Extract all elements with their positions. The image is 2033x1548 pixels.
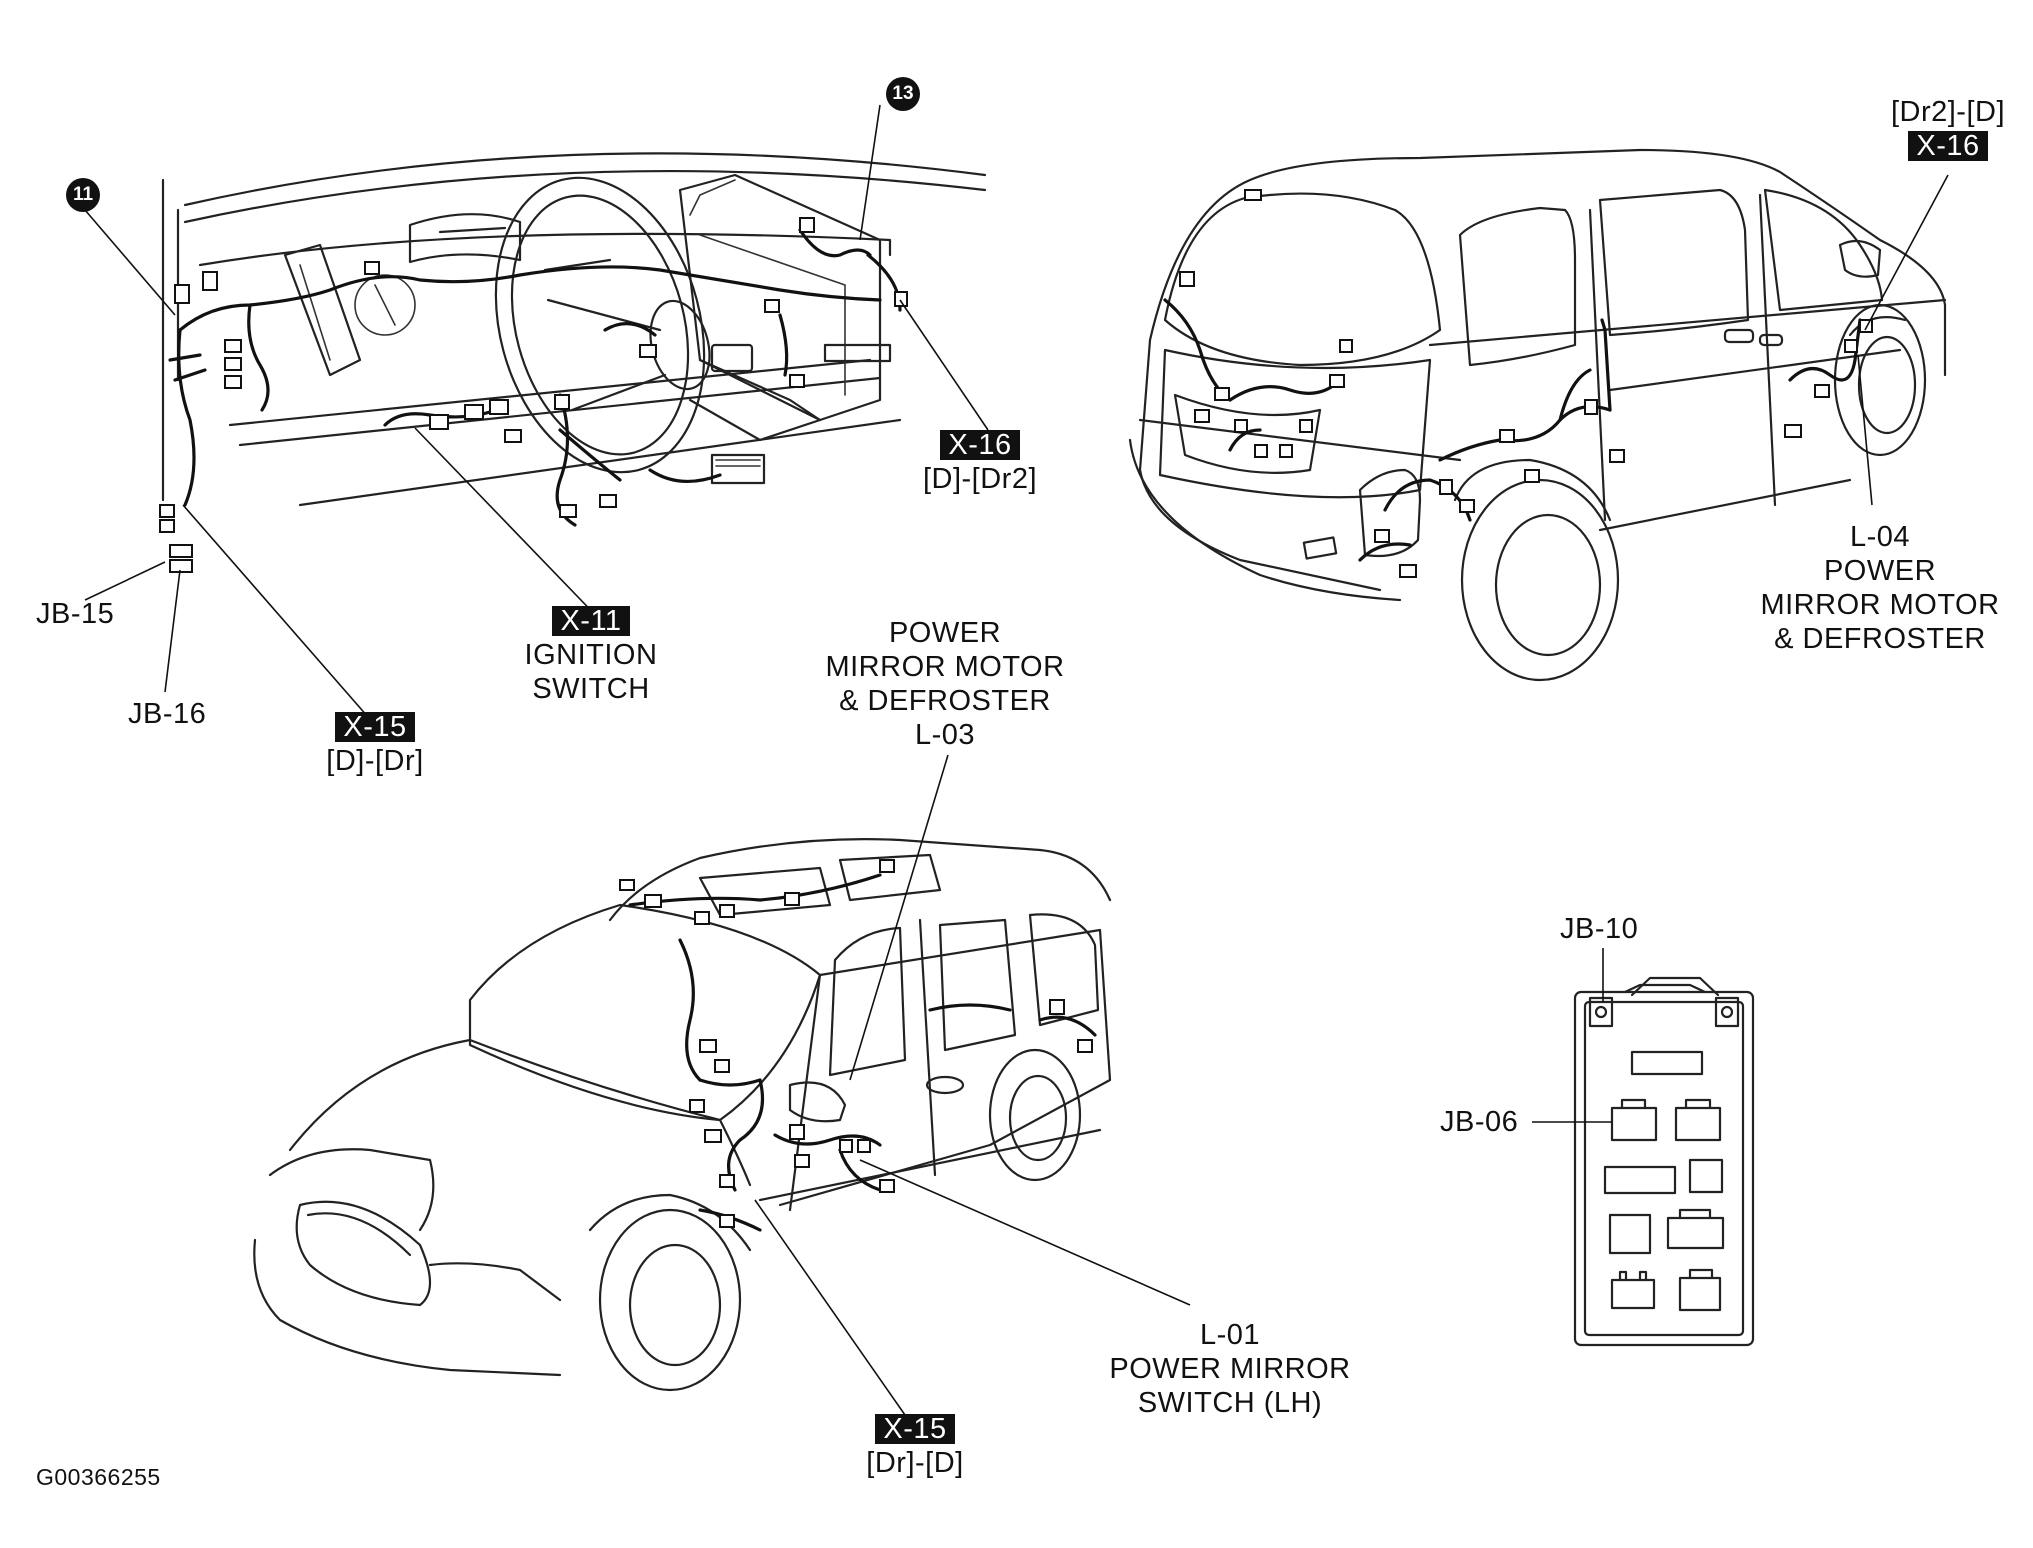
label-x15-bot-group: X-15 [Dr]-[D] xyxy=(850,1412,980,1480)
label-x15-bot-sub: [Dr]-[D] xyxy=(866,1447,964,1479)
label-l04-line2: MIRROR MOTOR xyxy=(1760,589,2000,621)
label-l04-line1: POWER xyxy=(1823,555,1937,587)
leader-jb16 xyxy=(164,569,181,693)
leader-13 xyxy=(859,104,881,241)
label-l03-line3: & DEFROSTER xyxy=(839,685,1051,717)
label-l03-line2: MIRROR MOTOR xyxy=(825,651,1065,683)
label-l01-code: L-01 xyxy=(1199,1319,1261,1351)
junction-box-illustration xyxy=(1573,976,1755,1347)
leader-x11 xyxy=(414,427,606,626)
leader-11 xyxy=(84,209,176,316)
label-jb16: JB-16 xyxy=(128,698,207,730)
label-x16-mid-group: X-16 [D]-[Dr2] xyxy=(910,428,1050,496)
leader-x15-bot xyxy=(754,1199,906,1416)
label-l04-group: L-04 POWER MIRROR MOTOR & DEFROSTER xyxy=(1735,520,2025,656)
label-l01-line2: SWITCH (LH) xyxy=(1137,1387,1323,1419)
label-x11-line2: SWITCH xyxy=(532,673,650,705)
figure-id: G00366255 xyxy=(36,1464,161,1490)
callout-badge-13: 13 xyxy=(886,77,920,111)
callout-badge-11: 11 xyxy=(66,178,100,212)
leader-l01 xyxy=(859,1159,1191,1306)
label-jb15: JB-15 xyxy=(36,598,115,630)
label-x15-top-sub: [D]-[Dr] xyxy=(326,745,424,777)
leader-l03 xyxy=(849,754,949,1081)
connector-tag-x11: X-11 xyxy=(552,606,630,636)
connector-tag-x16-top: X-16 xyxy=(1908,131,1988,161)
label-l01-line1: POWER MIRROR xyxy=(1109,1353,1351,1385)
label-l04-code: L-04 xyxy=(1849,521,1911,553)
leader-x16-mid xyxy=(899,299,989,431)
label-l03-line1: POWER xyxy=(888,617,1002,649)
label-l03-group: POWER MIRROR MOTOR & DEFROSTER L-03 xyxy=(805,616,1085,752)
label-x11-group: X-11 IGNITION SWITCH xyxy=(516,604,666,706)
leader-x15-top xyxy=(182,504,376,726)
leader-jb15 xyxy=(84,561,166,601)
label-x16-mid-sub: [D]-[Dr2] xyxy=(922,463,1038,495)
label-x16-top-group: [Dr2]-[D] X-16 xyxy=(1878,95,2018,163)
connector-tag-x15-top: X-15 xyxy=(335,712,415,742)
connector-tag-x16-mid: X-16 xyxy=(940,430,1020,460)
leader-x16-top xyxy=(1864,174,1949,331)
label-jb06: JB-06 xyxy=(1440,1106,1519,1138)
label-l04-line3: & DEFROSTER xyxy=(1774,623,1986,655)
leader-l04 xyxy=(1857,354,1873,506)
label-l01-group: L-01 POWER MIRROR SWITCH (LH) xyxy=(1090,1318,1370,1420)
connector-tag-x15-bot: X-15 xyxy=(875,1414,955,1444)
label-x11-line1: IGNITION xyxy=(524,639,658,671)
front-van-illustration xyxy=(253,838,1112,1392)
label-jb10: JB-10 xyxy=(1560,913,1639,945)
label-l03-code: L-03 xyxy=(914,719,976,751)
dashboard-illustration xyxy=(159,152,987,573)
label-x16-top-sub: [Dr2]-[D] xyxy=(1890,96,2006,128)
rear-van-illustration xyxy=(1128,148,1947,682)
label-x15-top-group: X-15 [D]-[Dr] xyxy=(310,710,440,778)
